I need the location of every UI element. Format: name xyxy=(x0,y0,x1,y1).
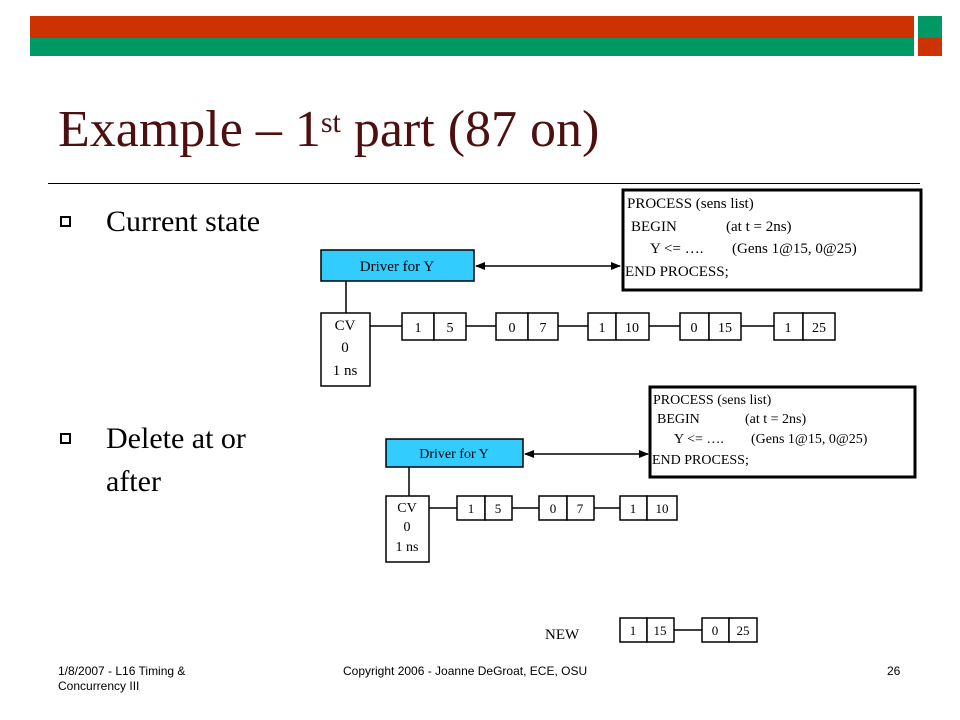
top-bar-green xyxy=(30,38,914,56)
transaction-value: 1 xyxy=(599,321,606,336)
process-line: (Gens 1@15, 0@25) xyxy=(732,241,857,257)
top-bar-red xyxy=(30,16,914,38)
process-line: BEGIN xyxy=(631,219,677,235)
transaction-chain: 1 5 0 7 1 10 0 15 1 25 xyxy=(401,312,836,341)
square-bullet-icon xyxy=(60,216,71,227)
process-line: BEGIN xyxy=(657,412,700,427)
cv-line: 0 xyxy=(404,520,411,535)
transaction-value: 1 xyxy=(630,623,637,638)
transaction-time: 15 xyxy=(718,321,732,336)
transaction-time: 7 xyxy=(577,501,584,516)
new-label: NEW xyxy=(545,627,580,643)
driver-label: Driver for Y xyxy=(360,259,435,275)
process-line: PROCESS (sens list) xyxy=(627,196,754,212)
transaction-time: 10 xyxy=(625,321,639,336)
transaction-time: 25 xyxy=(812,321,826,336)
cv-box xyxy=(320,312,371,387)
process-line: Y <= …. xyxy=(674,432,724,447)
square-bullet-icon xyxy=(60,433,71,444)
transaction-chain: 1 5 0 7 1 10 xyxy=(456,495,678,521)
corner-square-green xyxy=(918,16,942,38)
cv-line: 0 xyxy=(341,340,349,356)
transaction-time: 5 xyxy=(447,321,454,336)
driver-box xyxy=(385,438,524,468)
diagram-current-state: PROCESS (sens list) BEGIN (at t = 2ns) Y… xyxy=(320,188,923,387)
cv-line: CV xyxy=(397,501,416,516)
driver-label: Driver for Y xyxy=(419,447,488,462)
page-number: 26 xyxy=(887,664,901,678)
new-transaction-chain: 1 15 0 25 xyxy=(619,617,758,643)
transaction-time: 5 xyxy=(495,501,502,516)
process-line: (at t = 2ns) xyxy=(745,412,806,427)
process-line: PROCESS (sens list) xyxy=(653,393,772,408)
process-box xyxy=(648,385,917,479)
transaction-value: 1 xyxy=(468,501,475,516)
transaction-time: 15 xyxy=(654,623,667,638)
slide-title: Example – 1st part (87 on) xyxy=(58,101,600,158)
process-line: END PROCESS; xyxy=(625,264,729,280)
cv-line: 1 ns xyxy=(396,540,419,555)
transaction-time: 25 xyxy=(737,623,750,638)
process-line: Y <= …. xyxy=(650,241,703,257)
transaction-value: 1 xyxy=(785,321,792,336)
transaction-time: 10 xyxy=(656,501,669,516)
transaction-value: 0 xyxy=(550,501,557,516)
footer-copyright: Copyright 2006 - Joanne DeGroat, ECE, OS… xyxy=(343,664,588,678)
process-line: END PROCESS; xyxy=(652,453,749,468)
process-box xyxy=(621,188,923,292)
transaction-value: 0 xyxy=(509,321,516,336)
process-line: (at t = 2ns) xyxy=(726,219,792,235)
corner-square-red xyxy=(918,38,942,56)
transaction-time: 7 xyxy=(540,321,547,336)
transaction-value: 0 xyxy=(691,321,698,336)
cv-line: CV xyxy=(335,318,356,334)
cv-box xyxy=(385,495,430,563)
transaction-value: 1 xyxy=(415,321,422,336)
title-underline xyxy=(48,183,920,184)
diagram-delete: PROCESS (sens list) BEGIN (at t = 2ns) Y… xyxy=(385,385,917,643)
footer-left: 1/8/2007 - L16 Timing & Concurrency III xyxy=(58,664,186,693)
transaction-value: 0 xyxy=(712,623,719,638)
driver-box xyxy=(320,249,475,282)
cv-line: 1 ns xyxy=(333,363,358,379)
process-line: (Gens 1@15, 0@25) xyxy=(751,432,868,447)
transaction-value: 1 xyxy=(630,501,637,516)
